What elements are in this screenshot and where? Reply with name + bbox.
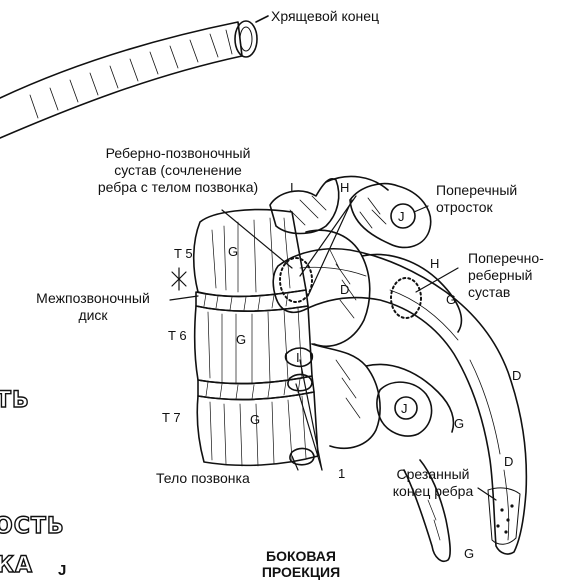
label-cut-rib-end-line2: конец ребра: [378, 483, 488, 500]
view-title-line1: БОКОВАЯ: [246, 548, 356, 564]
label-intervertebral-disc: Межпозвоночный диск: [8, 290, 178, 324]
leader-cartilage: [256, 16, 268, 22]
cutoff-text-3-mark: J: [58, 562, 66, 579]
star-mark: [172, 268, 186, 290]
view-title: БОКОВАЯ ПРОЕКЦИЯ: [246, 548, 356, 580]
mark-D-rib-long: D: [512, 368, 521, 383]
leader-lines: [170, 196, 496, 500]
label-costovertebral-joint-line3: ребра с телом позвонка): [68, 179, 288, 196]
label-vertebral-body: Тело позвонка: [156, 470, 250, 487]
label-intervertebral-disc-line1: Межпозвоночный: [8, 290, 178, 307]
label-transverse-process: Поперечный отросток: [436, 182, 517, 216]
label-transverse-process-line1: Поперечный: [436, 182, 517, 199]
label-costovertebral-joint-line2: сустав (сочленение: [68, 162, 288, 179]
vertebra-t7-body: [197, 392, 318, 466]
mark-J-top: J: [398, 209, 405, 224]
mark-G-bottom: G: [464, 546, 474, 561]
cutoff-text-3: КА: [0, 553, 33, 578]
label-transverse-process-line2: отросток: [436, 199, 517, 216]
label-intervertebral-disc-line2: диск: [8, 307, 178, 324]
mark-G-t5: G: [228, 244, 238, 259]
level-t6: T 6: [168, 328, 187, 343]
mark-G-t7: G: [250, 412, 260, 427]
label-costotransverse-joint-line3: сустав: [468, 284, 544, 301]
label-cut-rib-end: Срезанный конец ребра: [378, 466, 488, 500]
mark-H-top: H: [340, 180, 349, 195]
level-t5: T 5: [174, 246, 193, 261]
label-costotransverse-joint-line2: реберный: [468, 267, 544, 284]
mark-G-lower: G: [454, 416, 464, 431]
label-cut-rib-end-line1: Срезанный: [378, 466, 488, 483]
mark-G-t6: G: [236, 332, 246, 347]
mark-I-mid: I: [296, 350, 300, 365]
mark-one: 1: [338, 466, 345, 481]
label-costovertebral-joint: Реберно-позвоночный сустав (сочленение р…: [68, 145, 288, 196]
label-cartilage-end: Хрящевой конец: [271, 8, 379, 25]
mark-J-mid: J: [401, 401, 408, 416]
level-t7: T 7: [162, 410, 181, 425]
transverse-process: [350, 184, 431, 248]
mark-D-rib-lower: D: [504, 454, 513, 469]
label-costotransverse-joint-line1: Поперечно-: [468, 250, 544, 267]
mark-D-rib-head: D: [340, 282, 349, 297]
cutoff-text-1: ТЬ: [0, 388, 30, 413]
label-costotransverse-joint: Поперечно- реберный сустав: [468, 250, 544, 301]
vertebra-t6-body: [195, 306, 312, 384]
view-title-line2: ПРОЕКЦИЯ: [246, 564, 356, 580]
mark-H-right: H: [430, 256, 439, 271]
costovertebral-joint-outline: [280, 258, 312, 302]
vertebra-t5-body: [194, 210, 306, 297]
costotransverse-joint-outline: [391, 278, 421, 318]
rib-cartilage-shaft: [0, 21, 257, 138]
label-costovertebral-joint-line1: Реберно-позвоночный: [68, 145, 288, 162]
cutoff-text-2: ОСТЬ: [0, 514, 65, 539]
mark-I-top: I: [290, 180, 294, 195]
mark-G-proc: G: [446, 292, 456, 307]
